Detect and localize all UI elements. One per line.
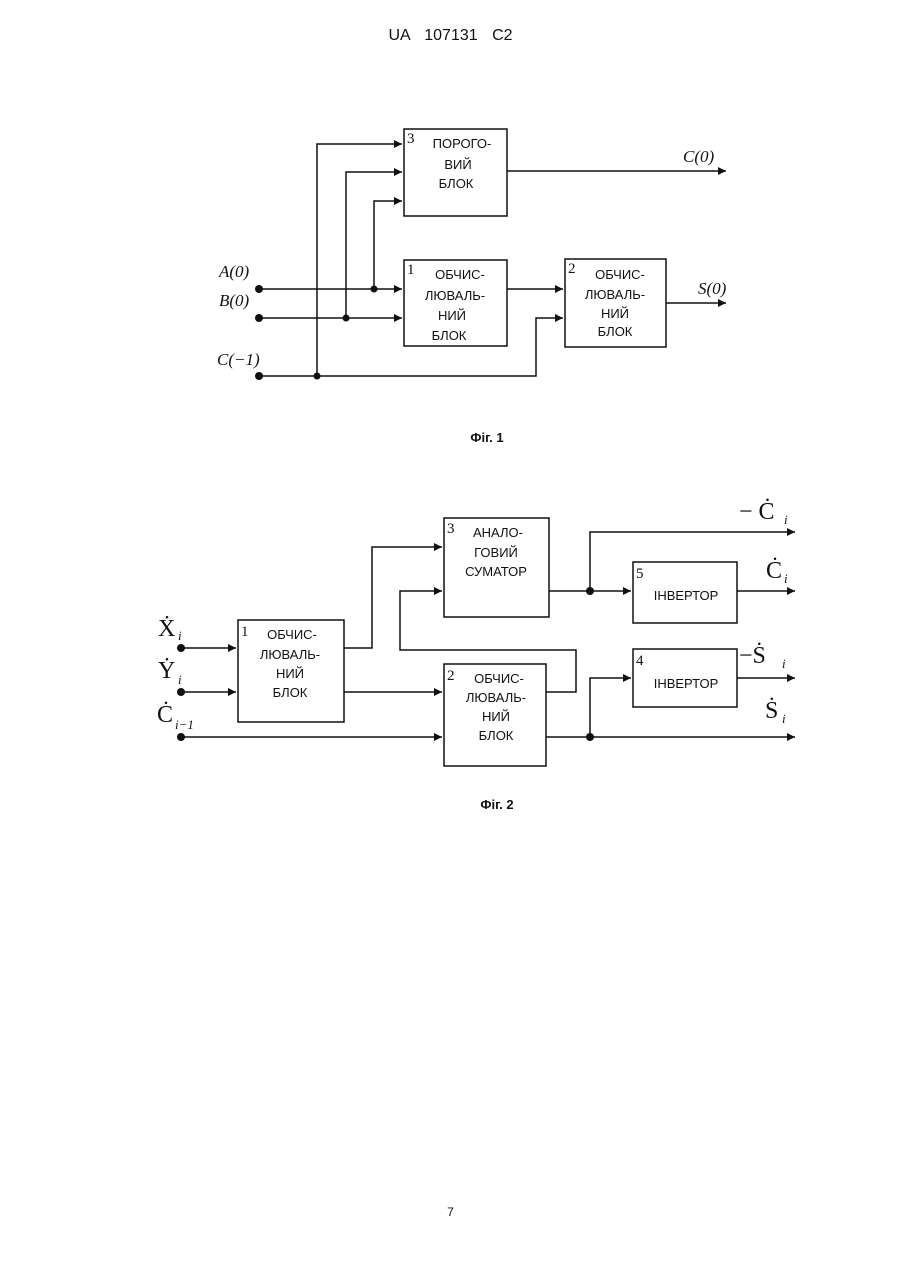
block-label-line: БЛОК — [479, 728, 514, 743]
block-label-line: ОБЧИС- — [474, 671, 524, 686]
c-input-terminal — [177, 733, 185, 741]
block-label-line: БЛОК — [439, 176, 474, 191]
a-to-threshold — [374, 201, 402, 289]
block-label-line: БЛОК — [432, 328, 467, 343]
figure-1-caption: Фіг. 1 — [387, 430, 587, 445]
c-input-line — [259, 318, 563, 376]
block-label-line: ОБЧИС- — [267, 627, 317, 642]
block-label-line: ІНВЕРТОР — [654, 588, 719, 603]
y-input-terminal — [177, 688, 185, 696]
c-input-terminal — [255, 372, 263, 380]
output-label-c: C(0) — [683, 147, 715, 166]
block-label-line: ГОВИЙ — [474, 545, 518, 560]
block-label-line: ВИЙ — [444, 157, 471, 172]
output-label-neg-c: − Ċ — [739, 499, 775, 525]
a-input-terminal — [255, 285, 263, 293]
input-label-b: B(0) — [219, 291, 250, 310]
figure-2-diagram: 1 3 2 5 4 ОБЧИС- ЛЮВАЛЬ- НИЙ БЛОК АНАЛО-… — [0, 490, 901, 780]
figure-2-caption: Фіг. 2 — [397, 797, 597, 812]
output-label-neg-s: −Ṡ — [739, 643, 766, 669]
input-label-y-sub: i — [178, 672, 182, 687]
block-number: 2 — [568, 261, 576, 277]
output-label-s: S(0) — [698, 279, 727, 298]
c-to-threshold — [317, 144, 402, 376]
page-number: 7 — [0, 1205, 901, 1219]
block-number: 2 — [447, 668, 455, 684]
block-label-line: БЛОК — [598, 324, 633, 339]
block-label-line: ЛЮВАЛЬ- — [260, 647, 320, 662]
block-number: 5 — [636, 566, 644, 582]
block-label-line: НИЙ — [482, 709, 510, 724]
figure-1-diagram: 3 1 2 ПОРОГО- ВИЙ БЛОК ОБЧИС- ЛЮВАЛЬ- НИ… — [0, 100, 901, 400]
block-label-line: ЛЮВАЛЬ- — [425, 288, 485, 303]
block-label-line: НИЙ — [438, 308, 466, 323]
output-label-s: Ṡ — [765, 698, 778, 724]
junction-dot — [343, 315, 350, 322]
block-label-line: ОБЧИС- — [595, 267, 645, 282]
block-number: 4 — [636, 653, 644, 669]
block-label-line: ЛЮВАЛЬ- — [585, 287, 645, 302]
input-label-a: A(0) — [218, 262, 250, 281]
calc2-to-inverter4 — [590, 678, 631, 737]
output-label-neg-s-sub: i — [782, 656, 786, 671]
input-label-x-sub: i — [178, 628, 182, 643]
output-label-c-sub: i — [784, 571, 788, 586]
block-label-line: ІНВЕРТОР — [654, 676, 719, 691]
block-label-line: БЛОК — [273, 685, 308, 700]
block-label-line: НИЙ — [601, 306, 629, 321]
b-input-terminal — [255, 314, 263, 322]
output-label-s-sub: i — [782, 711, 786, 726]
input-label-y: Ẏ — [158, 658, 175, 684]
x-input-terminal — [177, 644, 185, 652]
output-label-c: Ċ — [766, 558, 782, 584]
input-label-x: Ẋ — [158, 616, 175, 642]
calc1-to-adder — [344, 547, 442, 648]
junction-dot — [371, 286, 378, 293]
block-label-line: НИЙ — [276, 666, 304, 681]
junction-dot — [586, 587, 594, 595]
input-label-c: C(−1) — [217, 350, 260, 369]
document-header: UA 107131 C2 — [0, 27, 901, 45]
block-label-line: ПОРОГО- — [433, 136, 492, 151]
input-label-c: Ċ — [157, 702, 173, 728]
junction-dot — [314, 373, 321, 380]
block-number: 3 — [447, 521, 455, 537]
block-label-line: ОБЧИС- — [435, 267, 485, 282]
block-number: 1 — [407, 262, 415, 278]
block-label-line: ЛЮВАЛЬ- — [466, 690, 526, 705]
block-label-line: АНАЛО- — [473, 525, 523, 540]
block-number: 1 — [241, 624, 249, 640]
block-number: 3 — [407, 131, 415, 147]
block-label-line: СУМАТОР — [465, 564, 527, 579]
junction-dot — [586, 733, 594, 741]
input-label-c-sub: i−1 — [175, 717, 194, 732]
output-label-neg-c-sub: i — [784, 512, 788, 527]
